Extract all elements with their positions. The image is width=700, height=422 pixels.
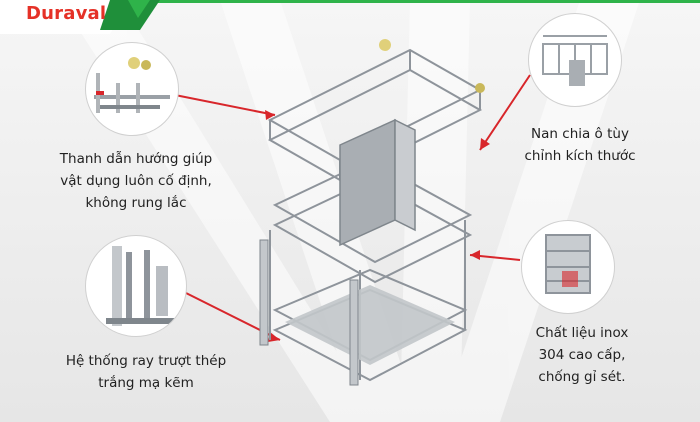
- caption-line: chống gỉ sét.: [538, 369, 626, 385]
- stainless-material-detail-icon: [545, 234, 591, 294]
- caption-divider: Nan chia ô tùy chỉnh kích thước: [510, 123, 650, 167]
- caption-line: 304 cao cấp,: [538, 347, 626, 363]
- caption-line: chỉnh kích thước: [524, 148, 636, 164]
- guide-rail-detail-icon: [94, 57, 170, 113]
- pull-out-basket-icon: [259, 39, 485, 386]
- caption-line: vật dụng luôn cố định,: [60, 173, 212, 189]
- callout-material: [521, 220, 615, 314]
- callout-guide-rail: [85, 42, 179, 136]
- duraval-logo[interactable]: Duraval: [26, 3, 107, 24]
- slide-rail-detail-icon: [106, 246, 176, 326]
- brand-header-bar: [0, 0, 700, 34]
- caption-line: không rung lắc: [85, 195, 187, 211]
- caption-line: Hệ thống ray trượt thép: [65, 353, 227, 369]
- caption-line: Chất liệu inox: [535, 325, 629, 341]
- divider-detail-icon: [542, 35, 608, 86]
- caption-slide-rail: Hệ thống ray trượt thép trắng mạ kẽm: [48, 350, 244, 394]
- caption-line: Thanh dẫn hướng giúp: [59, 151, 213, 167]
- caption-guide-rail: Thanh dẫn hướng giúp vật dụng luôn cố đị…: [48, 148, 224, 214]
- caption-line: trắng mạ kẽm: [98, 375, 194, 391]
- callout-divider: [528, 13, 622, 107]
- caption-line: Nan chia ô tùy: [531, 126, 629, 142]
- caption-material: Chất liệu inox 304 cao cấp, chống gỉ sét…: [518, 322, 646, 388]
- callout-slide-rail: [85, 235, 187, 337]
